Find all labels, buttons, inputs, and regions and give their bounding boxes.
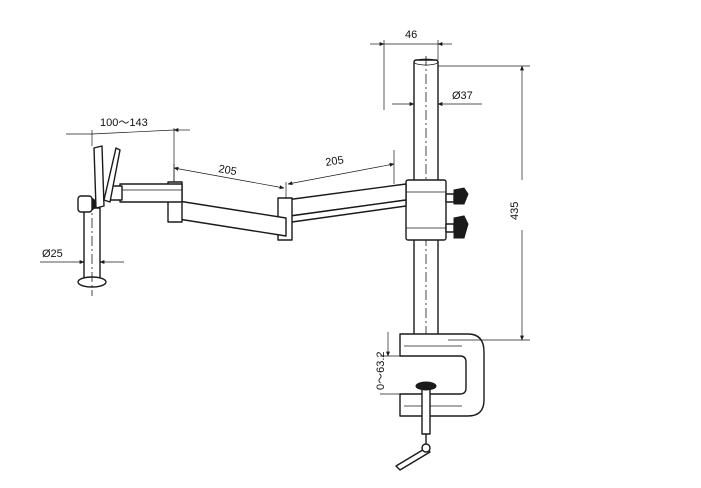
dimension-arm-segment-1: 205 — [173, 163, 287, 198]
dim-label-pole-diameter: Ø37 — [452, 90, 473, 102]
dimension-pole-diameter: Ø37 — [392, 90, 482, 106]
dim-label-arm-reach: 100～143 — [100, 117, 148, 129]
dim-label-holder-diameter: Ø25 — [42, 248, 63, 260]
dim-label-clamp-opening: 0～63.2 — [375, 351, 387, 390]
dim-label-arm-segment-2: 205 — [325, 154, 345, 169]
pole-collar — [405, 179, 447, 241]
holder-adapter-bar — [109, 183, 183, 203]
c-clamp — [399, 333, 485, 417]
dimension-arm-segment-2: 205 — [287, 150, 395, 186]
dim-label-top-width: 46 — [405, 29, 417, 41]
locking-knob-upper — [445, 187, 469, 205]
locking-knob-lower — [445, 215, 469, 239]
dimension-pole-height: 435 — [438, 65, 530, 341]
dim-label-arm-segment-1: 205 — [217, 163, 237, 178]
dimension-top-width: 46 — [370, 29, 452, 110]
arm-segment-1 — [167, 181, 287, 237]
dimension-holder-diameter: Ø25 — [40, 248, 124, 264]
holder-post — [77, 200, 107, 296]
dimension-clamp-opening: 0～63.2 — [375, 332, 402, 395]
dimension-arm-reach: 100～143 — [66, 117, 190, 182]
arm-segment-2 — [277, 183, 407, 241]
clamp-screw — [395, 381, 437, 471]
dim-label-pole-height: 435 — [509, 202, 521, 220]
holder-lever — [77, 145, 121, 213]
